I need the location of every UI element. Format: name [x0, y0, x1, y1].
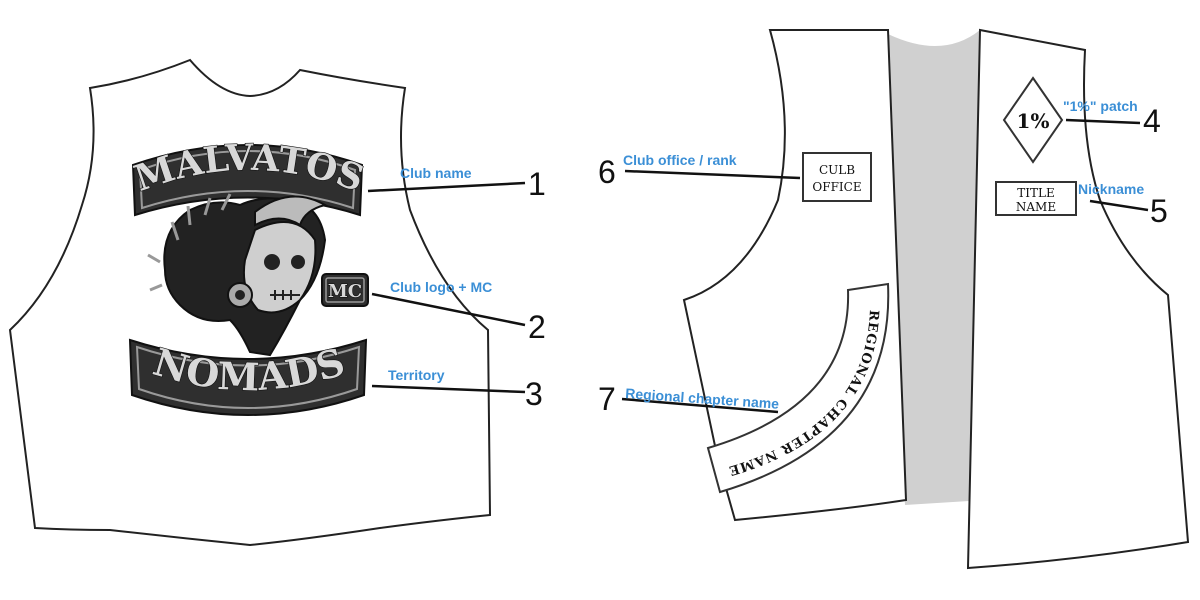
callout-5-number: 5 [1150, 193, 1168, 229]
front-vest: CULB OFFICE 1% TITLE NAME REGIONAL CHAPT… [682, 28, 1190, 570]
office-patch: CULB OFFICE [802, 152, 872, 202]
callout-3-label: Territory [388, 367, 445, 383]
callout-3-number: 3 [525, 376, 543, 412]
callout-2-label: Club logo + MC [390, 279, 492, 295]
name-patch-line2: NAME [1016, 200, 1056, 214]
leader-lines [367, 118, 1149, 414]
front-right-panel [966, 28, 1190, 570]
callout-3: Territory 3 [388, 367, 543, 412]
callout-1-label: Club name [400, 165, 472, 181]
name-patch: TITLE NAME [995, 181, 1077, 216]
one-percent-diamond-patch: 1% [1002, 76, 1064, 164]
callout-4-number: 4 [1143, 103, 1161, 139]
callout-6-number: 6 [598, 154, 616, 190]
back-vest: MALVATOS NOMADS MC [8, 58, 492, 547]
office-patch-line1: CULB [819, 163, 855, 177]
callout-2: Club logo + MC 2 [390, 279, 546, 345]
diamond-patch-text: 1% [1017, 109, 1050, 133]
callout-6: Club office / rank 6 [598, 152, 737, 190]
name-patch-line1: TITLE [1017, 186, 1054, 200]
office-patch-line2: OFFICE [812, 180, 861, 194]
callout-5: Nickname 5 [1078, 181, 1168, 229]
callout-4-label: "1%" patch [1063, 98, 1138, 114]
skull-logo-patch [147, 193, 328, 357]
mc-patch-text: MC [328, 281, 362, 302]
callout-4: "1%" patch 4 [1063, 98, 1161, 139]
callout-2-number: 2 [528, 309, 546, 345]
mc-patch: MC [321, 273, 369, 307]
callout-1: Club name 1 [400, 165, 546, 202]
callout-5-label: Nickname [1078, 181, 1144, 197]
callout-1-number: 1 [528, 166, 546, 202]
callout-7-number: 7 [598, 381, 616, 417]
vest-lining [880, 30, 985, 505]
bottom-rocker-patch: NOMADS [128, 338, 368, 416]
callout-6-label: Club office / rank [623, 152, 737, 168]
